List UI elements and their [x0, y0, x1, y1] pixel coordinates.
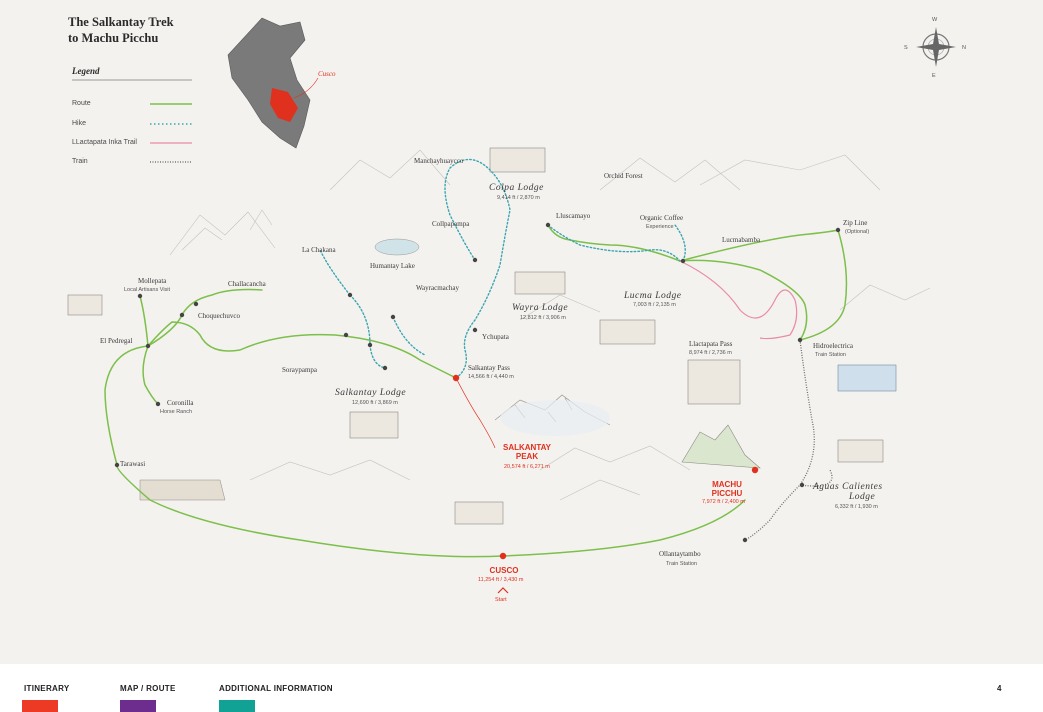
salkantay-peak-sketch: [494, 394, 611, 436]
legend-train-label: Train: [72, 158, 88, 165]
place-coronilla: Coronilla: [167, 399, 194, 407]
place-manchayhuaycco: Manchayhuaycco: [414, 157, 464, 165]
terraces-sketch: [139, 479, 226, 501]
place-la-chakana: La Chakana: [302, 246, 336, 254]
tab-additional-information[interactable]: ADDITIONAL INFORMATION: [219, 684, 333, 693]
legend-heading: Legend: [72, 66, 100, 76]
place-mollepata: Mollepata: [138, 277, 167, 285]
place-zip-line: Zip Line: [843, 219, 868, 227]
highlight-cusco: CUSCO: [489, 566, 519, 575]
compass-s: S: [904, 45, 908, 51]
place-llactapata-pass: Llactapata Pass: [689, 340, 733, 348]
place-organic-coffee: Organic Coffee: [640, 214, 684, 222]
place-zip-line-sub: (Optional): [845, 229, 870, 235]
place-lluscamayo: Lluscamayo: [556, 212, 591, 220]
compass-icon: [916, 27, 956, 67]
lodge-wayra: Wayra Lodge: [512, 303, 569, 313]
place-humantay-lake: Humantay Lake: [370, 262, 415, 270]
lodge-wayra-sub: 12,812 ft / 3,906 m: [520, 315, 566, 321]
route-lines: [104, 224, 848, 558]
place-challacancha: Challacancha: [228, 280, 266, 288]
place-coronilla-sub: Horse Ranch: [160, 409, 193, 415]
place-wayracmachay: Wayracmachay: [416, 284, 459, 292]
place-ychupata: Ychupata: [482, 333, 509, 341]
highlight-machu-picchu-sub: 7,972 ft / 2,400 m: [702, 499, 745, 505]
humantay-lake-sketch: [374, 238, 420, 256]
lodge-salkantay: Salkantay Lodge: [335, 388, 407, 398]
tab-itinerary[interactable]: ITINERARY: [24, 684, 70, 693]
highlight-salkantay-peak-sub: 20,574 ft / 6,271 m: [504, 464, 550, 470]
page-number: 4: [997, 684, 1002, 693]
place-orchid-forest: Orchid Forest: [604, 172, 643, 180]
lodge-aguas-calientes-sub: 6,332 ft / 1,930 m: [835, 504, 878, 510]
lodge-aguas-calientes-2: Lodge: [849, 492, 876, 502]
peru-inset-map: [227, 17, 311, 149]
place-salkantay-pass-sub: 14,566 ft / 4,440 m: [468, 374, 514, 380]
cusco-region: [270, 88, 298, 122]
tab-map-route-bar[interactable]: [120, 700, 156, 712]
route-nodes: [114, 222, 841, 543]
compass-w: W: [932, 17, 938, 23]
place-el-pedregal: El Pedregal: [100, 337, 133, 345]
lodge-lucma: Lucma Lodge: [624, 291, 682, 301]
inka-trail-line: [679, 260, 798, 340]
train-line: [744, 339, 833, 541]
place-salkantay-pass: Salkantay Pass: [468, 364, 510, 372]
lodge-colpa: Colpa Lodge: [489, 183, 544, 193]
place-lucmabamba: Lucmabamba: [722, 236, 761, 244]
place-collpapampa: Collpapampa: [432, 220, 470, 228]
place-hidroelectrica: Hidroelectrica: [813, 342, 854, 350]
mountain-sketches: [169, 149, 931, 501]
train-sketch: [837, 364, 897, 392]
place-mollepata-sub: Local Artisans Visit: [124, 287, 171, 293]
legend-route-label: Route: [72, 100, 91, 107]
start-label: Start: [495, 597, 507, 603]
lodge-sketches: [67, 147, 884, 525]
place-soraypampa: Soraypampa: [282, 366, 317, 374]
compass-n: N: [962, 45, 966, 51]
lodge-lucma-sub: 7,003 ft / 2,135 m: [633, 302, 676, 308]
tab-additional-information-bar[interactable]: [219, 700, 255, 712]
place-ollantaytambo: Ollantaytambo: [659, 550, 701, 558]
place-llactapata-pass-sub: 8,974 ft / 2,736 m: [689, 350, 732, 356]
machu-picchu-sketch: [681, 424, 761, 469]
highlight-cusco-sub: 11,254 ft / 3,430 m: [478, 577, 524, 583]
lodge-colpa-sub: 9,414 ft / 2,870 m: [497, 195, 540, 201]
legend-hike-label: Hike: [72, 120, 87, 127]
place-ollantaytambo-sub: Train Station: [666, 561, 697, 567]
lodge-salkantay-sub: 12,690 ft / 3,869 m: [352, 400, 398, 406]
footer-nav: ITINERARY MAP / ROUTE ADDITIONAL INFORMA…: [0, 664, 1043, 712]
place-organic-coffee-sub: Experience: [646, 224, 674, 230]
place-choquechuvco: Choquechuvco: [198, 312, 240, 320]
inset-cusco-label: Cusco: [318, 70, 336, 78]
tab-map-route[interactable]: MAP / ROUTE: [120, 684, 176, 693]
map-canvas: [67, 17, 956, 594]
place-hidroelectrica-sub: Train Station: [815, 352, 846, 358]
highlight-markers: [452, 374, 759, 594]
place-tarawasi: Tarawasi: [120, 460, 146, 468]
legend-inka-trail-label: LLactapata Inka Trail: [72, 139, 137, 146]
lodge-aguas-calientes: Aguas Calientes: [813, 482, 883, 492]
tab-itinerary-bar[interactable]: [22, 700, 58, 712]
compass-e: E: [932, 73, 936, 79]
